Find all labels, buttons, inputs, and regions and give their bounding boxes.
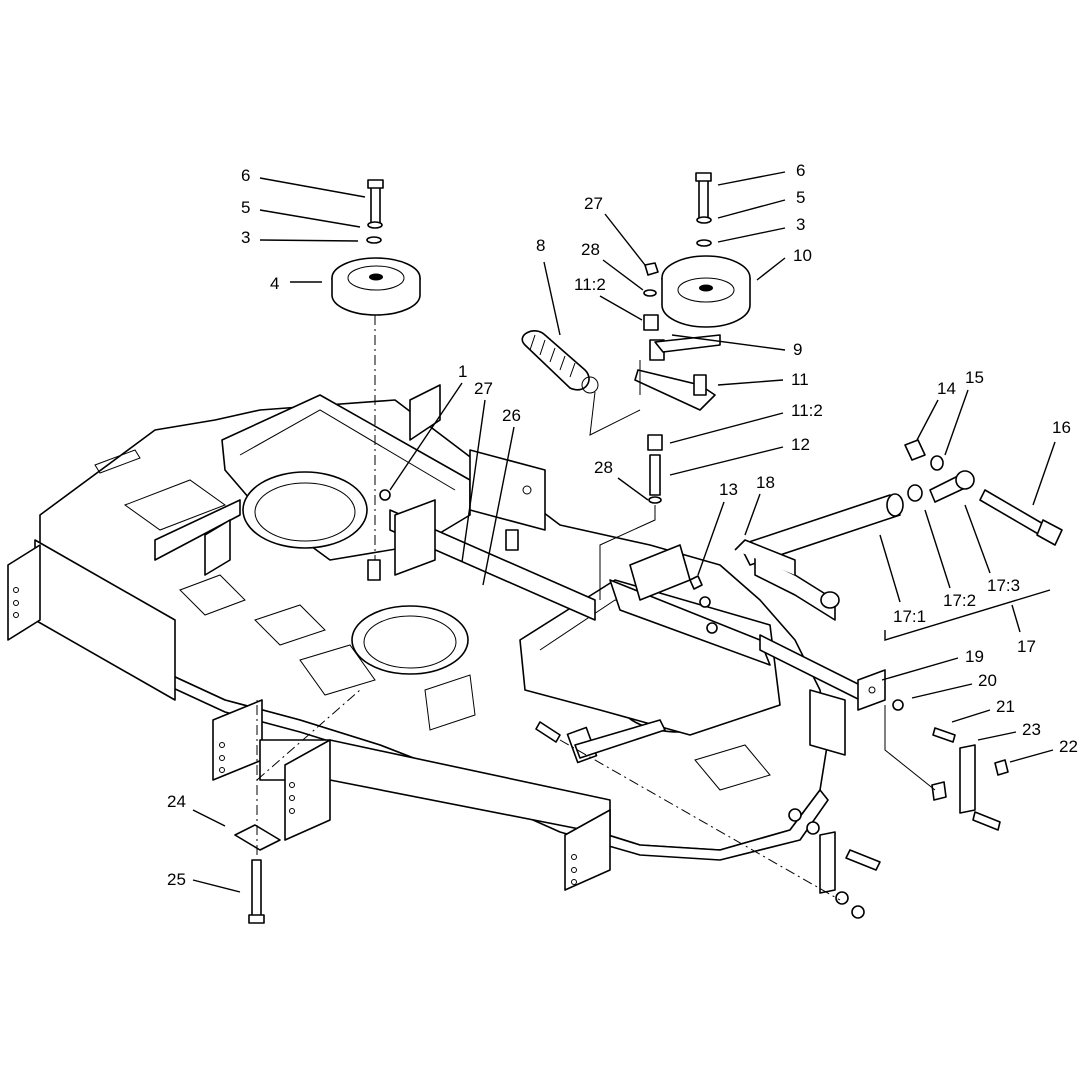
- left-idler-pulley-stack: [331, 179, 421, 560]
- callout-5-left: 5: [241, 198, 250, 217]
- callout-17-1: 17:1: [893, 607, 926, 626]
- mower-deck-housing: [7, 384, 846, 891]
- callout-20: 20: [978, 671, 997, 690]
- callout-28-top: 28: [581, 240, 600, 259]
- callout-15: 15: [965, 368, 984, 387]
- callout-17-2: 17:2: [943, 591, 976, 610]
- callout-27-top: 27: [584, 194, 603, 213]
- lift-rod-assembly: [566, 493, 904, 764]
- callout-24: 24: [167, 792, 186, 811]
- callout-28-bottom: 28: [594, 458, 613, 477]
- callout-17-3: 17:3: [987, 576, 1020, 595]
- callout-16: 16: [1052, 418, 1071, 437]
- callout-6-left: 6: [241, 166, 250, 185]
- callout-4: 4: [270, 274, 279, 293]
- callout-18: 18: [756, 473, 775, 492]
- callout-27-mid: 27: [474, 379, 493, 398]
- callout-labels: 6 5 3 4 6 5 3 10 27 28 11:2 8 9 11 11:2 …: [167, 161, 1078, 893]
- callout-8: 8: [536, 236, 545, 255]
- callout-14: 14: [937, 379, 956, 398]
- callout-5-right: 5: [796, 188, 805, 207]
- extension-spring: [521, 330, 641, 436]
- callout-23: 23: [1022, 720, 1041, 739]
- callout-1: 1: [458, 362, 467, 381]
- callout-10: 10: [793, 246, 812, 265]
- callout-13: 13: [719, 480, 738, 499]
- callout-25: 25: [167, 870, 186, 889]
- hitch-hardware: [234, 575, 1009, 924]
- callout-11-2-top: 11:2: [574, 275, 606, 294]
- callout-22: 22: [1059, 737, 1078, 756]
- callout-9: 9: [793, 340, 802, 359]
- callout-11: 11: [791, 370, 809, 389]
- callout-3-right: 3: [796, 215, 805, 234]
- callout-12: 12: [791, 435, 810, 454]
- callout-21: 21: [996, 697, 1015, 716]
- callout-19: 19: [965, 647, 984, 666]
- callout-11-2-bottom: 11:2: [791, 401, 823, 420]
- callout-3-left: 3: [241, 228, 250, 247]
- rod-end-hardware: [904, 439, 1063, 546]
- callout-26: 26: [502, 406, 521, 425]
- callout-17: 17: [1017, 637, 1036, 656]
- callout-6-right: 6: [796, 161, 805, 180]
